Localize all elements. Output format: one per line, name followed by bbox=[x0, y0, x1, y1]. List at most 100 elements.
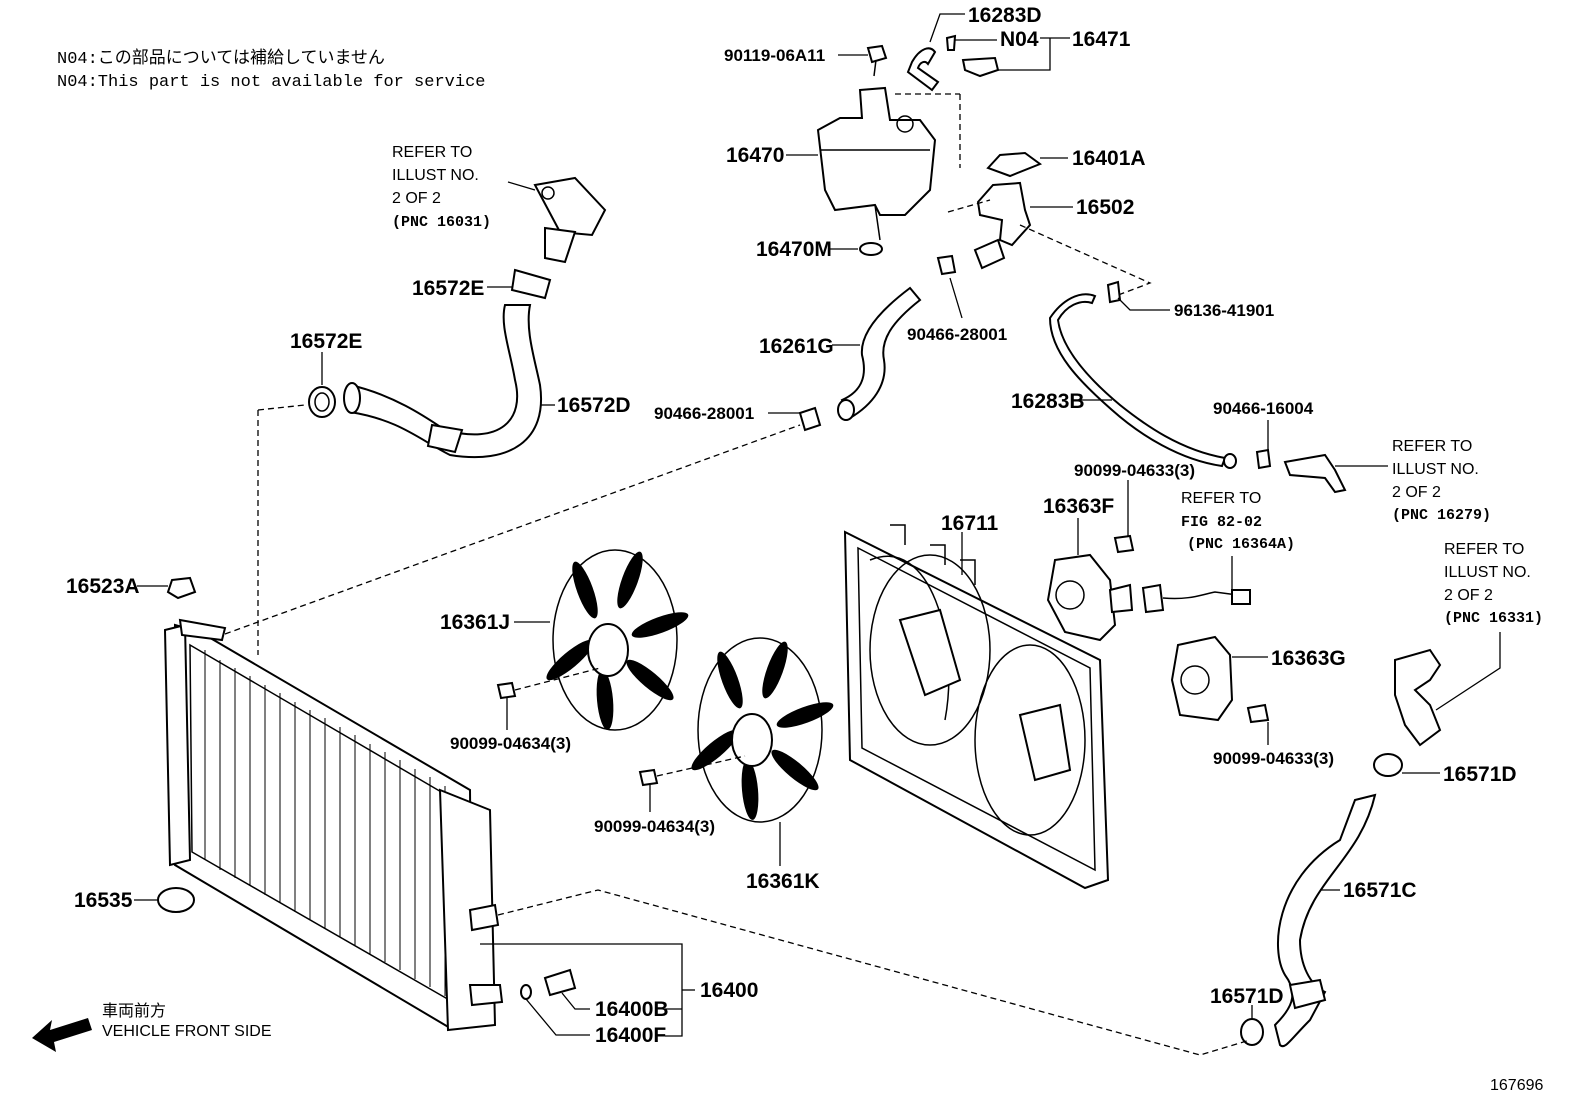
direction-label-english: VEHICLE FRONT SIDE bbox=[102, 1023, 272, 1040]
bolt-90099-04634-b bbox=[638, 755, 746, 812]
bolt-90119 bbox=[866, 44, 888, 77]
label-16572e-left: 16572E bbox=[290, 330, 362, 353]
label-16470: 16470 bbox=[726, 144, 784, 167]
label-16471: 16471 bbox=[1072, 28, 1131, 51]
label-16711: 16711 bbox=[941, 512, 999, 535]
radiator-16400 bbox=[163, 404, 1251, 1056]
hose-clamp-16572e-left bbox=[308, 352, 336, 418]
svg-text:FIG 82-02: FIG 82-02 bbox=[1181, 514, 1262, 531]
label-90466-28001-upper: 90466-28001 bbox=[907, 325, 1007, 344]
label-16283b: 16283B bbox=[1011, 390, 1085, 413]
clip-n04 bbox=[945, 34, 957, 51]
reference-pnc-16331: REFER TO ILLUST NO. 2 OF 2 (PNC 16331) bbox=[1444, 541, 1543, 627]
cap-16471 bbox=[961, 56, 1000, 78]
svg-text:(PNC 16364A): (PNC 16364A) bbox=[1187, 536, 1295, 553]
label-90099-04634-b: 90099-04634(3) bbox=[594, 817, 715, 836]
leader-16400 bbox=[480, 943, 695, 1037]
clip-90466-28001-lower bbox=[768, 406, 822, 432]
label-90466-28001-lower: 90466-28001 bbox=[654, 404, 754, 423]
drain-cock-16400b bbox=[520, 968, 590, 1036]
label-16523a: 16523A bbox=[66, 575, 140, 598]
svg-text:ILLUST NO.: ILLUST NO. bbox=[392, 167, 479, 184]
bolt-90099-04633-upper bbox=[1113, 480, 1135, 554]
svg-text:2 OF 2: 2 OF 2 bbox=[1444, 587, 1493, 604]
label-16401a: 16401A bbox=[1072, 147, 1146, 170]
label-16502: 16502 bbox=[1076, 196, 1134, 219]
label-16363g: 16363G bbox=[1271, 647, 1346, 670]
label-16361j: 16361J bbox=[440, 611, 510, 634]
label-16400b: 16400B bbox=[595, 998, 669, 1021]
svg-text:REFER TO: REFER TO bbox=[1392, 438, 1472, 455]
label-16361k: 16361K bbox=[746, 870, 820, 893]
reservoir-tank-16470 bbox=[786, 86, 961, 241]
label-16400f: 16400F bbox=[595, 1024, 666, 1047]
leader-lines-top bbox=[838, 13, 1070, 71]
label-16363f: 16363F bbox=[1043, 495, 1114, 518]
label-16535: 16535 bbox=[74, 889, 133, 912]
clip-90466-16004 bbox=[1255, 420, 1272, 470]
illustration-number: 167696 bbox=[1490, 1077, 1543, 1094]
label-96136-41901: 96136-41901 bbox=[1174, 301, 1274, 320]
reference-pnc-16279: REFER TO ILLUST NO. 2 OF 2 (PNC 16279) bbox=[1392, 438, 1491, 524]
reference-pnc-16031: REFER TO ILLUST NO. 2 OF 2 (PNC 16031) bbox=[392, 144, 491, 231]
radiator-lower-hose-16571c bbox=[1273, 793, 1377, 1048]
fan-motor-16363g bbox=[1170, 635, 1268, 722]
svg-text:(PNC 16031): (PNC 16031) bbox=[392, 214, 491, 231]
label-16400: 16400 bbox=[700, 979, 758, 1002]
svg-text:ILLUST NO.: ILLUST NO. bbox=[1444, 564, 1531, 581]
short-pipe bbox=[973, 238, 1006, 270]
label-n04: N04 bbox=[1000, 28, 1039, 51]
fitting-16279-illustration bbox=[1283, 453, 1388, 494]
label-16470m: 16470M bbox=[756, 238, 832, 261]
fitting-16331-illustration bbox=[1394, 632, 1501, 747]
vehicle-front-arrow bbox=[32, 1018, 92, 1052]
bolt-90099-04633-lower bbox=[1246, 703, 1270, 745]
svg-text:REFER TO: REFER TO bbox=[1444, 541, 1524, 558]
svg-text:ILLUST NO.: ILLUST NO. bbox=[1392, 461, 1479, 478]
svg-text:(PNC 16279): (PNC 16279) bbox=[1392, 507, 1491, 524]
direction-label-japanese: 車両前方 bbox=[102, 1002, 166, 1020]
hose-16283d bbox=[906, 47, 940, 92]
clip-96136-41901 bbox=[1106, 280, 1170, 311]
radiator-upper-hose-16572d bbox=[343, 304, 555, 459]
drain-cap-16523a bbox=[137, 576, 197, 600]
hose-clamp-16571d-lower bbox=[1240, 1005, 1264, 1046]
label-90466-16004: 90466-16004 bbox=[1213, 399, 1314, 418]
bolt-90099-04634-a bbox=[496, 667, 601, 730]
label-16283d: 16283D bbox=[968, 4, 1042, 27]
fan-shroud-16711 bbox=[843, 524, 1110, 890]
grommet-16470m bbox=[829, 242, 883, 256]
label-16571c: 16571C bbox=[1343, 879, 1417, 902]
fan-16361k bbox=[691, 637, 834, 866]
svg-text:2 OF 2: 2 OF 2 bbox=[392, 190, 441, 207]
note-japanese: N04:この部品については補給していません bbox=[57, 48, 385, 69]
hose-clamp-16572e-upper bbox=[487, 268, 552, 300]
label-90099-04633-upper: 90099-04633(3) bbox=[1074, 461, 1195, 480]
water-outlet-illustration bbox=[507, 176, 607, 264]
label-16572d: 16572D bbox=[557, 394, 631, 417]
label-16571d-lower: 16571D bbox=[1210, 985, 1284, 1008]
reference-pnc-16364a: REFER TO FIG 82-02 (PNC 16364A) bbox=[1181, 490, 1295, 553]
label-90119-06a11: 90119-06A11 bbox=[724, 46, 825, 65]
label-16572e-upper: 16572E bbox=[412, 277, 484, 300]
overflow-hose-16283b bbox=[1048, 293, 1237, 469]
hose-16261g bbox=[832, 286, 922, 421]
fan-16361j bbox=[514, 549, 689, 731]
radiator-cap-16401a bbox=[986, 151, 1068, 178]
svg-text:REFER TO: REFER TO bbox=[1181, 490, 1261, 507]
plug-16535 bbox=[134, 887, 195, 913]
label-90099-04633-lower: 90099-04633(3) bbox=[1213, 749, 1334, 768]
fan-motor-16363f bbox=[1046, 518, 1134, 642]
note-english: N04:This part is not available for servi… bbox=[57, 73, 485, 92]
svg-text:(PNC 16331): (PNC 16331) bbox=[1444, 610, 1543, 627]
clip-90466-28001-upper bbox=[936, 254, 963, 319]
label-16571d-upper: 16571D bbox=[1443, 763, 1517, 786]
label-16261g: 16261G bbox=[759, 335, 834, 358]
svg-text:REFER TO: REFER TO bbox=[392, 144, 472, 161]
hose-clamp-16571d-upper bbox=[1373, 753, 1440, 777]
svg-text:2 OF 2: 2 OF 2 bbox=[1392, 484, 1441, 501]
wire-harness-16364a bbox=[1141, 556, 1251, 614]
label-90099-04634-a: 90099-04634(3) bbox=[450, 734, 571, 753]
filler-neck-16502 bbox=[947, 181, 1152, 298]
